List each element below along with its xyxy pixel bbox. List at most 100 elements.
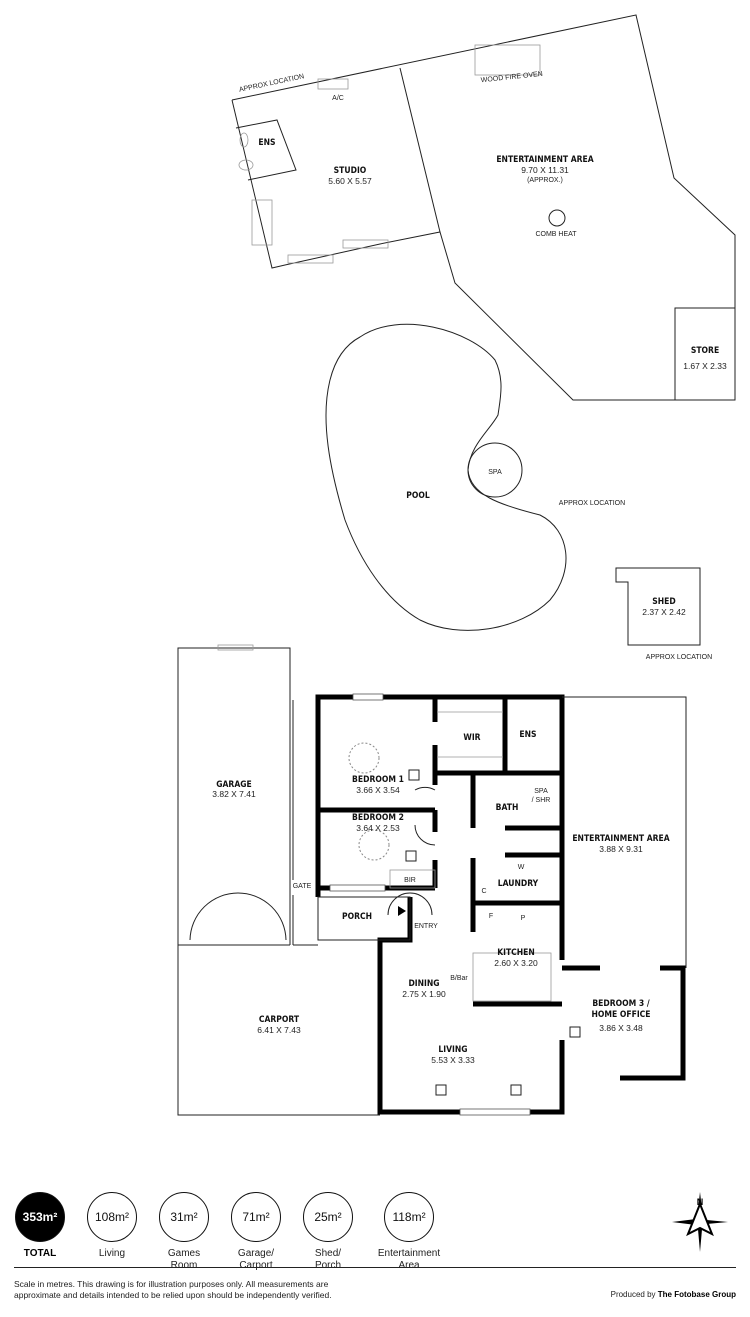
compass-letter: N [697, 1197, 704, 1207]
room-name: BEDROOM 2 [352, 813, 404, 823]
area-garage-carport: 71m² Garage/Carport [230, 1192, 282, 1272]
wood-fire-oven [474, 44, 541, 76]
area-living: 108m² Living [86, 1192, 138, 1272]
area-label: Garage/ [237, 1248, 275, 1259]
room-dims: 3.88 X 9.31 [599, 844, 643, 854]
note: P [521, 915, 526, 922]
note: APPROX LOCATION [646, 654, 712, 661]
room-dims: 1.67 X 2.33 [683, 361, 727, 371]
note: / SHR [532, 797, 551, 804]
note: W [518, 864, 525, 871]
ceiling-fan-icon [358, 829, 390, 861]
area-label: Games [167, 1248, 201, 1259]
area-label-2: Carport [239, 1260, 273, 1271]
light-icon [510, 1084, 522, 1096]
note: A/C [332, 95, 344, 102]
room-name: HOME OFFICE [591, 1010, 650, 1020]
area-label: Living [98, 1248, 126, 1259]
room-name: CARPORT [259, 1015, 300, 1025]
room-name: SPA [488, 469, 502, 476]
area-value: 118m² [384, 1192, 434, 1242]
area-value: 71m² [231, 1192, 281, 1242]
room-name: BEDROOM 1 [352, 775, 404, 785]
note: APPROX LOCATION [559, 500, 625, 507]
area-shed-porch: 25m² Shed/Porch [302, 1192, 354, 1272]
note: GATE [293, 883, 312, 890]
light-icon [569, 1026, 581, 1038]
room-name: STORE [691, 346, 719, 356]
ac-unit [317, 78, 349, 90]
note: SPA [534, 788, 548, 795]
comb-heat-icon [548, 209, 566, 227]
garage-carport [177, 644, 380, 1116]
note: C [481, 888, 486, 895]
note: WOOD FIRE OVEN [481, 71, 544, 84]
light-icon [408, 769, 420, 781]
room-name: ENS [519, 730, 536, 740]
producer-prefix: Produced by [610, 1290, 656, 1299]
room-name: BEDROOM 3 / [592, 999, 650, 1009]
room-name: WIR [463, 733, 480, 743]
store-room [674, 307, 736, 401]
room-dims: 5.53 X 3.33 [431, 1055, 475, 1065]
area-label: Shed/ [314, 1248, 342, 1259]
area-label: Entertainment [377, 1248, 441, 1259]
room-dims: 3.86 X 3.48 [599, 1023, 643, 1033]
light-icon [405, 850, 417, 862]
area-label-2: Porch [314, 1260, 342, 1271]
house-thin-walls [317, 696, 687, 1096]
porch-outline [317, 896, 411, 941]
footer-divider [14, 1267, 736, 1268]
room-dims: 3.64 X 2.53 [356, 823, 400, 833]
room-dims: 6.41 X 7.43 [257, 1025, 301, 1035]
area-label-2: Area [398, 1260, 420, 1271]
floor-plan: APPROX LOCATION A/C WOOD FIRE OVEN COMB … [177, 14, 736, 1116]
entry-arrow-icon [398, 906, 406, 916]
room-name: SHED [652, 597, 675, 607]
room-name: GARAGE [216, 780, 252, 790]
shed-outline [615, 567, 701, 646]
disclaimer: Scale in metres. This drawing is for ill… [14, 1279, 332, 1300]
light-icon [435, 1084, 447, 1096]
room-name: ENTERTAINMENT AREA [496, 155, 593, 165]
room-name: POOL [406, 491, 430, 501]
studio-entertainment-building [231, 14, 736, 401]
area-label-2: Room [170, 1260, 198, 1271]
area-label: TOTAL [23, 1248, 57, 1259]
pool-outline [325, 323, 567, 631]
room-dims: 3.82 X 7.41 [212, 789, 256, 799]
room-dims: 2.37 X 2.42 [642, 607, 686, 617]
area-value: 31m² [159, 1192, 209, 1242]
room-dims: 2.75 X 1.90 [402, 989, 446, 999]
producer-credit: Produced by The Fotobase Group [611, 1290, 736, 1299]
note: BIR [404, 877, 416, 884]
area-value: 25m² [303, 1192, 353, 1242]
area-total: 353m² TOTAL [14, 1192, 66, 1272]
area-value: 353m² [15, 1192, 65, 1242]
room-name: STUDIO [334, 166, 367, 176]
room-dims: 2.60 X 3.20 [494, 958, 538, 968]
spa-outline [467, 442, 523, 498]
producer-name: The Fotobase Group [657, 1290, 736, 1299]
room-name: ENTERTAINMENT AREA [572, 834, 669, 844]
room-name: BATH [496, 803, 519, 813]
area-value: 108m² [87, 1192, 137, 1242]
north-compass-icon: N [672, 1192, 728, 1252]
note: F [489, 913, 493, 920]
ceiling-fan-icon [348, 742, 380, 774]
entry-door-swing [387, 892, 433, 916]
note: COMB HEAT [535, 231, 577, 238]
note: B/Bar [450, 975, 468, 982]
room-extra: (APPROX.) [527, 177, 563, 184]
room-name: LAUNDRY [498, 879, 539, 889]
note: APPROX LOCATION [238, 73, 304, 94]
room-dims: 9.70 X 11.31 [521, 165, 569, 175]
room-name: ENS [258, 138, 275, 148]
room-dims: 5.60 X 5.57 [328, 176, 372, 186]
room-name: LIVING [438, 1045, 467, 1055]
note: ENTRY [414, 923, 438, 930]
room-name: KITCHEN [497, 948, 535, 958]
